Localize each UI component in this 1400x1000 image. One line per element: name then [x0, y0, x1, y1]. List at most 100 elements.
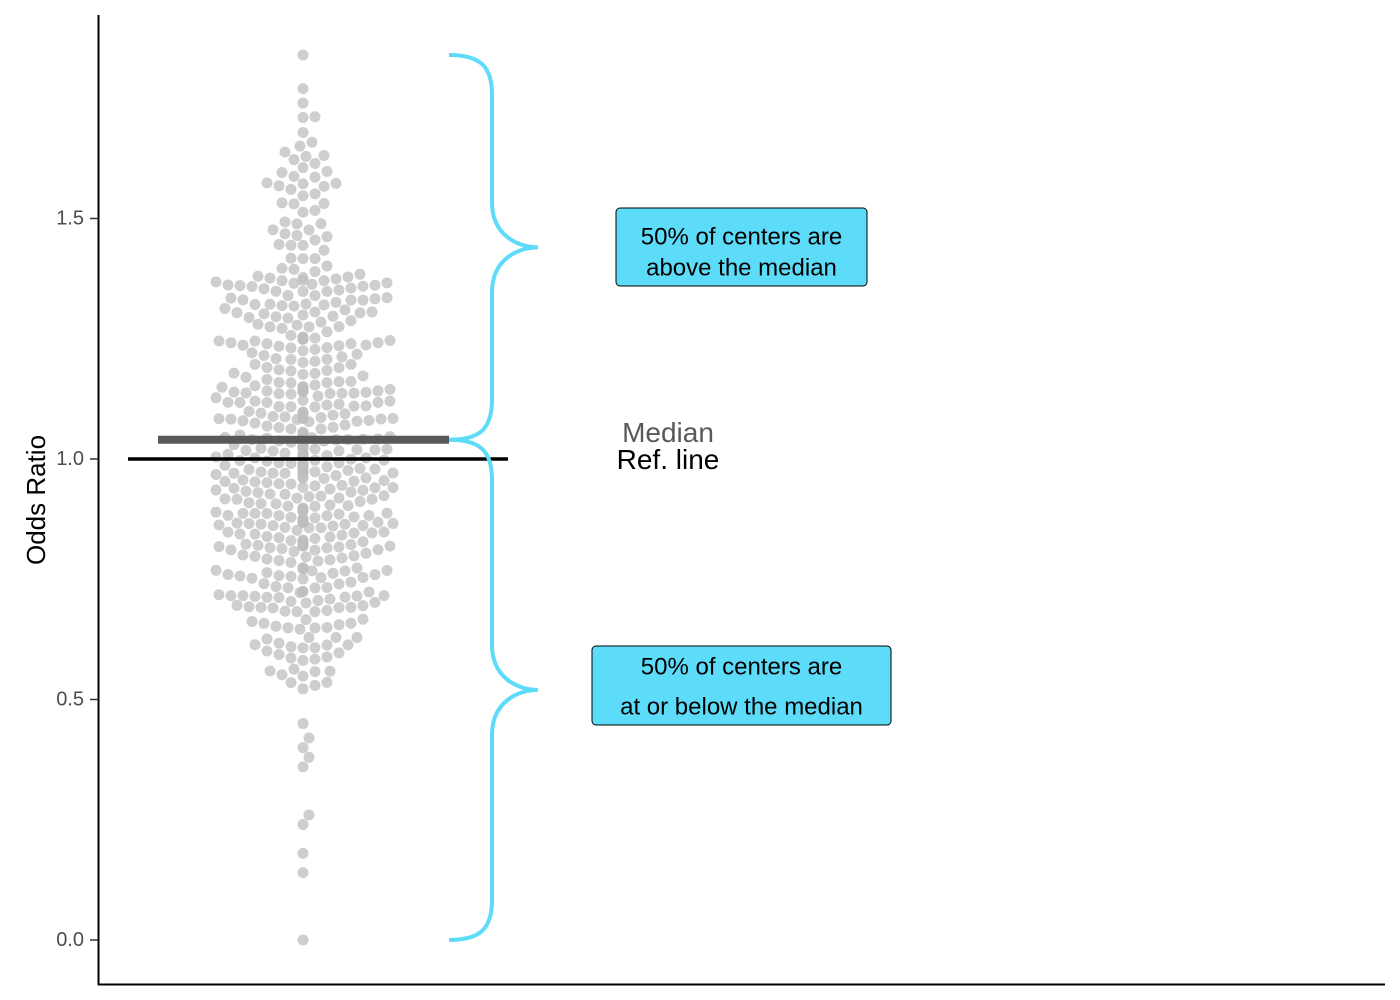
data-point	[309, 480, 321, 492]
data-point	[300, 150, 312, 162]
data-point	[261, 591, 273, 603]
data-point	[354, 462, 366, 474]
data-point	[387, 517, 399, 529]
upper-annotation: 50% of centers are above the median	[615, 207, 868, 287]
data-point	[309, 653, 321, 665]
data-point	[297, 742, 309, 754]
data-point	[309, 266, 321, 278]
data-point	[279, 146, 291, 158]
data-point	[285, 342, 297, 354]
data-point	[372, 544, 384, 556]
data-point	[243, 311, 255, 323]
data-point	[222, 509, 234, 521]
data-point	[315, 522, 327, 534]
data-point	[285, 401, 297, 413]
data-point	[354, 268, 366, 280]
data-point	[249, 550, 261, 562]
y-axis-label: Odds Ratio	[21, 435, 51, 565]
data-point	[249, 395, 261, 407]
data-point	[351, 444, 363, 456]
data-point	[309, 622, 321, 634]
data-point	[252, 270, 264, 282]
data-point	[321, 365, 333, 377]
data-point	[321, 542, 333, 554]
data-point	[321, 326, 333, 338]
data-point	[279, 467, 291, 479]
data-point	[318, 299, 330, 311]
data-point	[306, 565, 318, 577]
data-point	[291, 319, 303, 331]
data-point	[249, 335, 261, 347]
data-point	[330, 296, 342, 308]
data-point	[345, 539, 357, 551]
data-point	[285, 388, 297, 400]
upper-annotation-line2: above the median	[646, 255, 837, 282]
data-point	[294, 140, 306, 152]
data-point	[276, 322, 288, 334]
data-point	[297, 381, 309, 393]
data-point	[357, 519, 369, 531]
data-point	[258, 349, 270, 361]
data-point	[297, 271, 309, 283]
data-point	[309, 532, 321, 544]
data-point	[222, 396, 234, 408]
data-point	[297, 394, 309, 406]
data-point	[258, 283, 270, 295]
data-point	[288, 154, 300, 166]
data-point	[336, 552, 348, 564]
data-point	[342, 271, 354, 283]
data-point	[384, 383, 396, 395]
data-point	[273, 649, 285, 661]
data-point	[387, 467, 399, 479]
data-point	[321, 377, 333, 389]
data-point	[309, 344, 321, 356]
data-point	[273, 388, 285, 400]
y-tick-2: 1.0	[56, 448, 98, 470]
data-point	[267, 602, 279, 614]
data-point	[258, 308, 270, 320]
data-point	[297, 190, 309, 202]
data-point	[309, 306, 321, 318]
data-point	[231, 517, 243, 529]
data-point	[333, 492, 345, 504]
data-point	[261, 361, 273, 373]
data-point	[315, 423, 327, 435]
data-point	[297, 178, 309, 190]
data-point	[234, 570, 246, 582]
data-point	[210, 469, 222, 481]
data-point	[297, 847, 309, 859]
data-point	[351, 631, 363, 643]
y-tick-0: 0.0	[56, 929, 98, 951]
data-point	[210, 564, 222, 576]
data-point	[285, 652, 297, 664]
data-point	[351, 348, 363, 360]
data-point	[330, 631, 342, 643]
data-point	[252, 539, 264, 551]
data-point	[345, 294, 357, 306]
data-point	[285, 511, 297, 523]
data-point	[345, 376, 357, 388]
data-point	[321, 651, 333, 663]
data-point	[249, 358, 261, 370]
data-point	[261, 420, 273, 432]
data-point	[333, 508, 345, 520]
data-point	[339, 304, 351, 316]
data-point	[276, 300, 288, 312]
data-point	[324, 665, 336, 677]
lower-annotation-box	[591, 645, 892, 726]
data-point	[309, 111, 321, 123]
data-point	[297, 206, 309, 218]
data-point	[336, 479, 348, 491]
data-point	[267, 445, 279, 457]
data-point	[369, 293, 381, 305]
data-point	[300, 597, 312, 609]
data-point	[357, 280, 369, 292]
data-point	[333, 602, 345, 614]
data-point	[288, 170, 300, 182]
data-point	[297, 642, 309, 654]
data-point	[354, 307, 366, 319]
data-point	[303, 321, 315, 333]
data-point	[321, 605, 333, 617]
data-point	[273, 637, 285, 649]
data-point	[285, 239, 297, 251]
